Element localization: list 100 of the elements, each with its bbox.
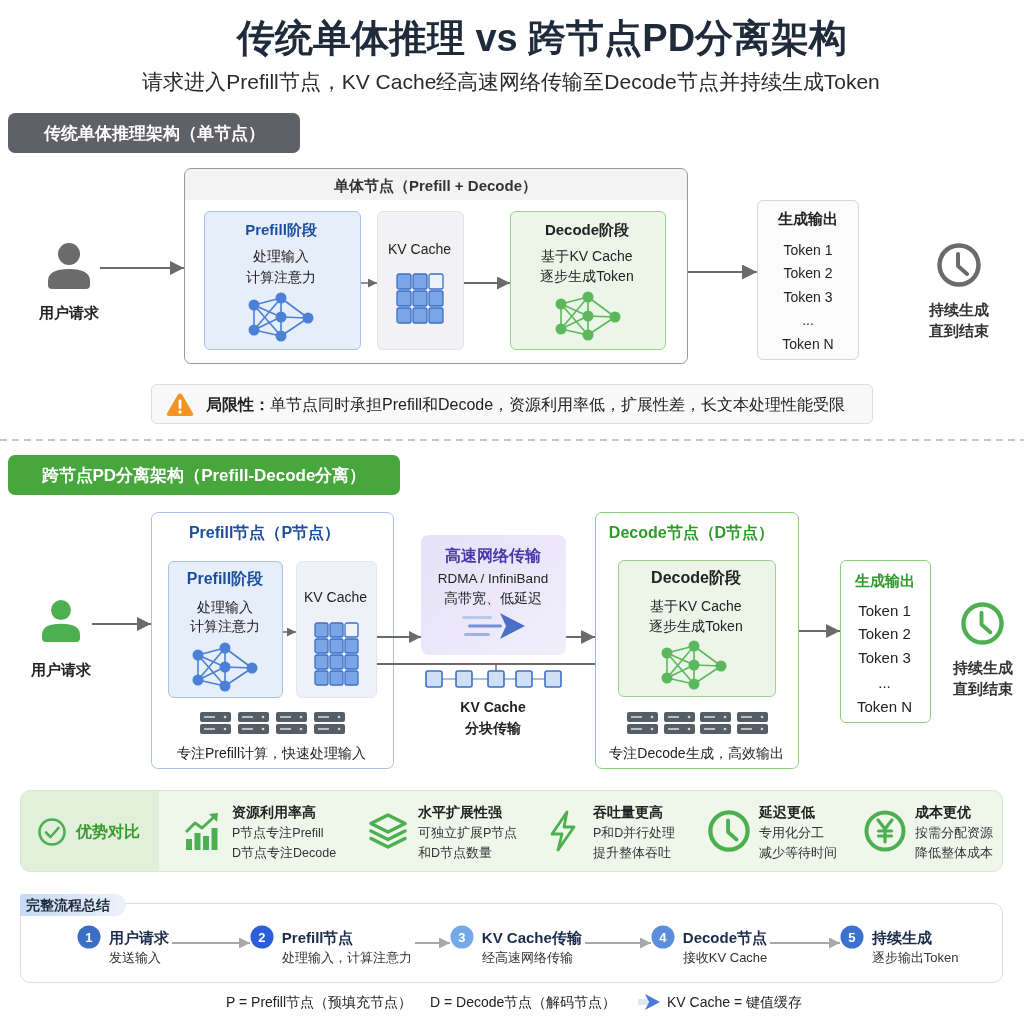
panel-title: 优势对比 bbox=[76, 822, 140, 842]
stage-text: 计算注意力 bbox=[246, 268, 316, 286]
output-title: 生成输出 bbox=[854, 570, 915, 589]
network-text: 高带宽、低延迟 bbox=[444, 589, 542, 607]
stage-text: 处理输入 bbox=[253, 247, 309, 265]
advantage-title: 延迟更低 bbox=[759, 803, 815, 821]
user-label: 用户请求 bbox=[31, 659, 91, 679]
stage-text: 基于KV Cache逐步生成Token bbox=[539, 247, 635, 286]
step-title: 用户请求 bbox=[108, 927, 169, 947]
token-item: Token 1 bbox=[783, 241, 833, 259]
advantage-text: 按需分配资源 bbox=[915, 825, 993, 841]
user-label: 用户请求 bbox=[39, 302, 99, 322]
container-title: 单体节点（Prefill + Decode） bbox=[334, 175, 537, 194]
stage-text: 计算注意力 bbox=[190, 617, 260, 635]
arrow bbox=[282, 627, 297, 637]
advantage-text: 减少等待时间 bbox=[759, 845, 837, 861]
arrow bbox=[360, 278, 378, 288]
step-number: 3 bbox=[450, 925, 474, 949]
status-text: 持续生成直到结束 bbox=[952, 658, 1014, 699]
advantage-text: P节点专注Prefill bbox=[232, 825, 324, 841]
token-item: Token 2 bbox=[858, 623, 911, 642]
stage-title: Decode阶段 bbox=[544, 219, 630, 239]
note-text: 局限性：单节点同时承担Prefill和Decode，资源利用率低，扩展性差，长文本处理性能受限 bbox=[206, 395, 846, 415]
advantage-text: 提升整体吞吐 bbox=[593, 845, 671, 861]
legend-text: D = Decode节点（解码节点） bbox=[430, 993, 617, 1011]
step-text: 逐步输出Token bbox=[871, 949, 959, 966]
section-tab: 完整流程总结 bbox=[19, 893, 126, 916]
node-container bbox=[595, 512, 799, 769]
token-item: Token 2 bbox=[783, 264, 833, 282]
step-title: Decode节点 bbox=[682, 927, 767, 947]
advantage-title: 吞吐量更高 bbox=[593, 803, 663, 821]
stage-title: Decode阶段 bbox=[651, 568, 741, 588]
step-title: Prefill节点 bbox=[281, 927, 354, 947]
cache-title: KV Cache bbox=[304, 587, 367, 606]
arrow bbox=[565, 630, 596, 644]
step-text: 经高速网络传输 bbox=[481, 949, 573, 966]
stage-title: Prefill阶段 bbox=[186, 569, 264, 589]
legend-text: P = Prefill节点（预填充节点） bbox=[226, 993, 413, 1011]
step-text: 处理输入，计算注意力 bbox=[281, 949, 412, 966]
network-text: RDMA / InfiniBand bbox=[437, 569, 549, 587]
stage-box bbox=[509, 210, 666, 350]
token-item: ... bbox=[878, 672, 891, 691]
note-box bbox=[151, 384, 873, 424]
container-title: Prefill节点（P节点） bbox=[188, 522, 341, 543]
token-item: ... bbox=[802, 311, 814, 329]
cache-box bbox=[376, 210, 464, 350]
cache-box bbox=[295, 560, 377, 698]
connector-line bbox=[376, 663, 596, 665]
step-text: 发送输入 bbox=[108, 949, 161, 966]
step-title: KV Cache传输 bbox=[481, 927, 582, 947]
advantage-text: 专用化分工 bbox=[759, 825, 824, 841]
subtitle: 请求进入Prefill节点，KV Cache经高速网络传输至Decode节点并持续生成Token bbox=[142, 69, 880, 95]
chunk-caption: KV Cache分块传输 bbox=[459, 698, 527, 738]
advantage-title: 资源利用率高 bbox=[232, 803, 316, 821]
output-title: 生成输出 bbox=[778, 208, 838, 228]
container-title: Decode节点（D节点） bbox=[608, 522, 775, 543]
network-title: 高速网络传输 bbox=[445, 546, 541, 566]
step-number: 5 bbox=[840, 925, 864, 949]
arrow bbox=[376, 631, 422, 643]
arrow bbox=[463, 276, 511, 290]
advantage-title: 水平扩展性强 bbox=[418, 803, 502, 821]
stage-box bbox=[203, 210, 361, 350]
arrow bbox=[687, 264, 758, 280]
token-item: Token 3 bbox=[783, 288, 833, 306]
advantage-title: 成本更优 bbox=[915, 803, 971, 821]
token-item: Token 3 bbox=[858, 647, 911, 666]
stage-box bbox=[617, 559, 776, 697]
section-banner bbox=[8, 455, 400, 495]
step-number: 1 bbox=[77, 925, 101, 949]
arrow bbox=[99, 261, 185, 275]
arrow bbox=[171, 937, 251, 949]
arrow bbox=[584, 937, 652, 949]
step-text: 接收KV Cache bbox=[682, 949, 768, 966]
advantage-text: 可独立扩展P节点和D节点数量 bbox=[418, 825, 518, 862]
stage-text: 基于KV Cache逐步生成Token bbox=[648, 597, 744, 636]
container-caption: 专注Prefill计算，快速处理输入 bbox=[177, 743, 366, 762]
output-box bbox=[840, 560, 931, 723]
section-banner bbox=[8, 113, 300, 153]
arrow bbox=[769, 937, 841, 949]
arrow bbox=[414, 937, 451, 949]
arrow bbox=[798, 624, 841, 638]
stage-title: Prefill阶段 bbox=[245, 219, 317, 239]
cache-title: KV Cache bbox=[388, 239, 451, 258]
stage-text: 处理输入 bbox=[197, 598, 253, 616]
advantage-text: D节点专注Decode bbox=[232, 845, 337, 861]
banner-title: 跨节点PD分离架构（Prefill-Decode分离） bbox=[41, 464, 367, 486]
token-item: Token N bbox=[782, 335, 834, 353]
step-title: 持续生成 bbox=[871, 927, 932, 947]
advantage-text: P和D并行处理 bbox=[593, 825, 676, 841]
banner-title: 传统单体推理架构（单节点） bbox=[43, 122, 265, 144]
stage-box bbox=[167, 560, 283, 698]
container-box bbox=[184, 168, 688, 364]
token-item: Token 1 bbox=[858, 600, 911, 619]
container-caption: 专注Decode生成，高效输出 bbox=[609, 743, 784, 762]
legend-text: KV Cache = 键值缓存 bbox=[667, 993, 802, 1011]
title: 传统单体推理 vs 跨节点PD分离架构 bbox=[236, 16, 848, 61]
output-box bbox=[757, 200, 859, 360]
network-box bbox=[421, 535, 566, 655]
token-item: Token N bbox=[857, 696, 912, 715]
arrow bbox=[91, 617, 152, 631]
